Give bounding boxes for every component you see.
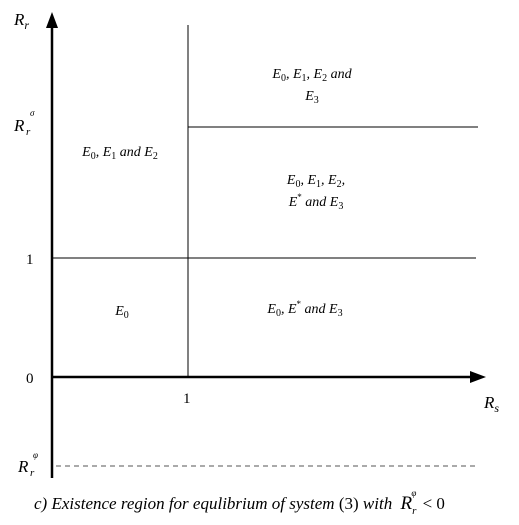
region-bottom-right-label: E0​, E*​ and E3​ — [266, 299, 342, 319]
region-label-line: E0​, E1​, E2​ and — [271, 67, 352, 84]
region-label-line: E0​ — [114, 304, 129, 321]
svg-text:r: r — [26, 126, 31, 138]
svg-text:φ: φ — [33, 450, 38, 460]
region-label-line: E0​, E1​, E2​, — [286, 173, 345, 190]
y-axis-label: Rr — [13, 10, 29, 32]
y-axis-arrowhead — [46, 12, 58, 28]
y-tick-1: 1 — [26, 252, 34, 268]
y-tick-rr-phi: R r φ — [17, 450, 38, 479]
origin-label: 0 — [26, 371, 34, 387]
svg-text:R: R — [17, 457, 29, 476]
x-axis-arrowhead — [470, 371, 486, 383]
region-label-line: E*​ and E3​ — [288, 192, 344, 212]
svg-text:R: R — [13, 116, 25, 135]
x-tick-1: 1 — [183, 391, 191, 407]
figure-caption: c) Existence region for equlibrium of sy… — [34, 488, 445, 517]
svg-text:σ: σ — [30, 108, 35, 118]
region-label-line: E3​ — [304, 89, 319, 106]
svg-text:r: r — [30, 467, 35, 479]
region-bottom-left-label: E0​ — [114, 304, 129, 321]
y-tick-rr-sigma: R r σ — [13, 108, 35, 138]
region-label-line: E0​, E*​ and E3​ — [266, 299, 342, 319]
region-top-right-middle-label: E0​, E1​, E2​, E*​ and E3​ — [286, 173, 345, 212]
x-axis-label: Rs — [483, 393, 499, 415]
region-top-left-label: E0​, E1​ and E2​ — [81, 145, 158, 162]
region-label-line: E0​, E1​ and E2​ — [81, 145, 158, 162]
